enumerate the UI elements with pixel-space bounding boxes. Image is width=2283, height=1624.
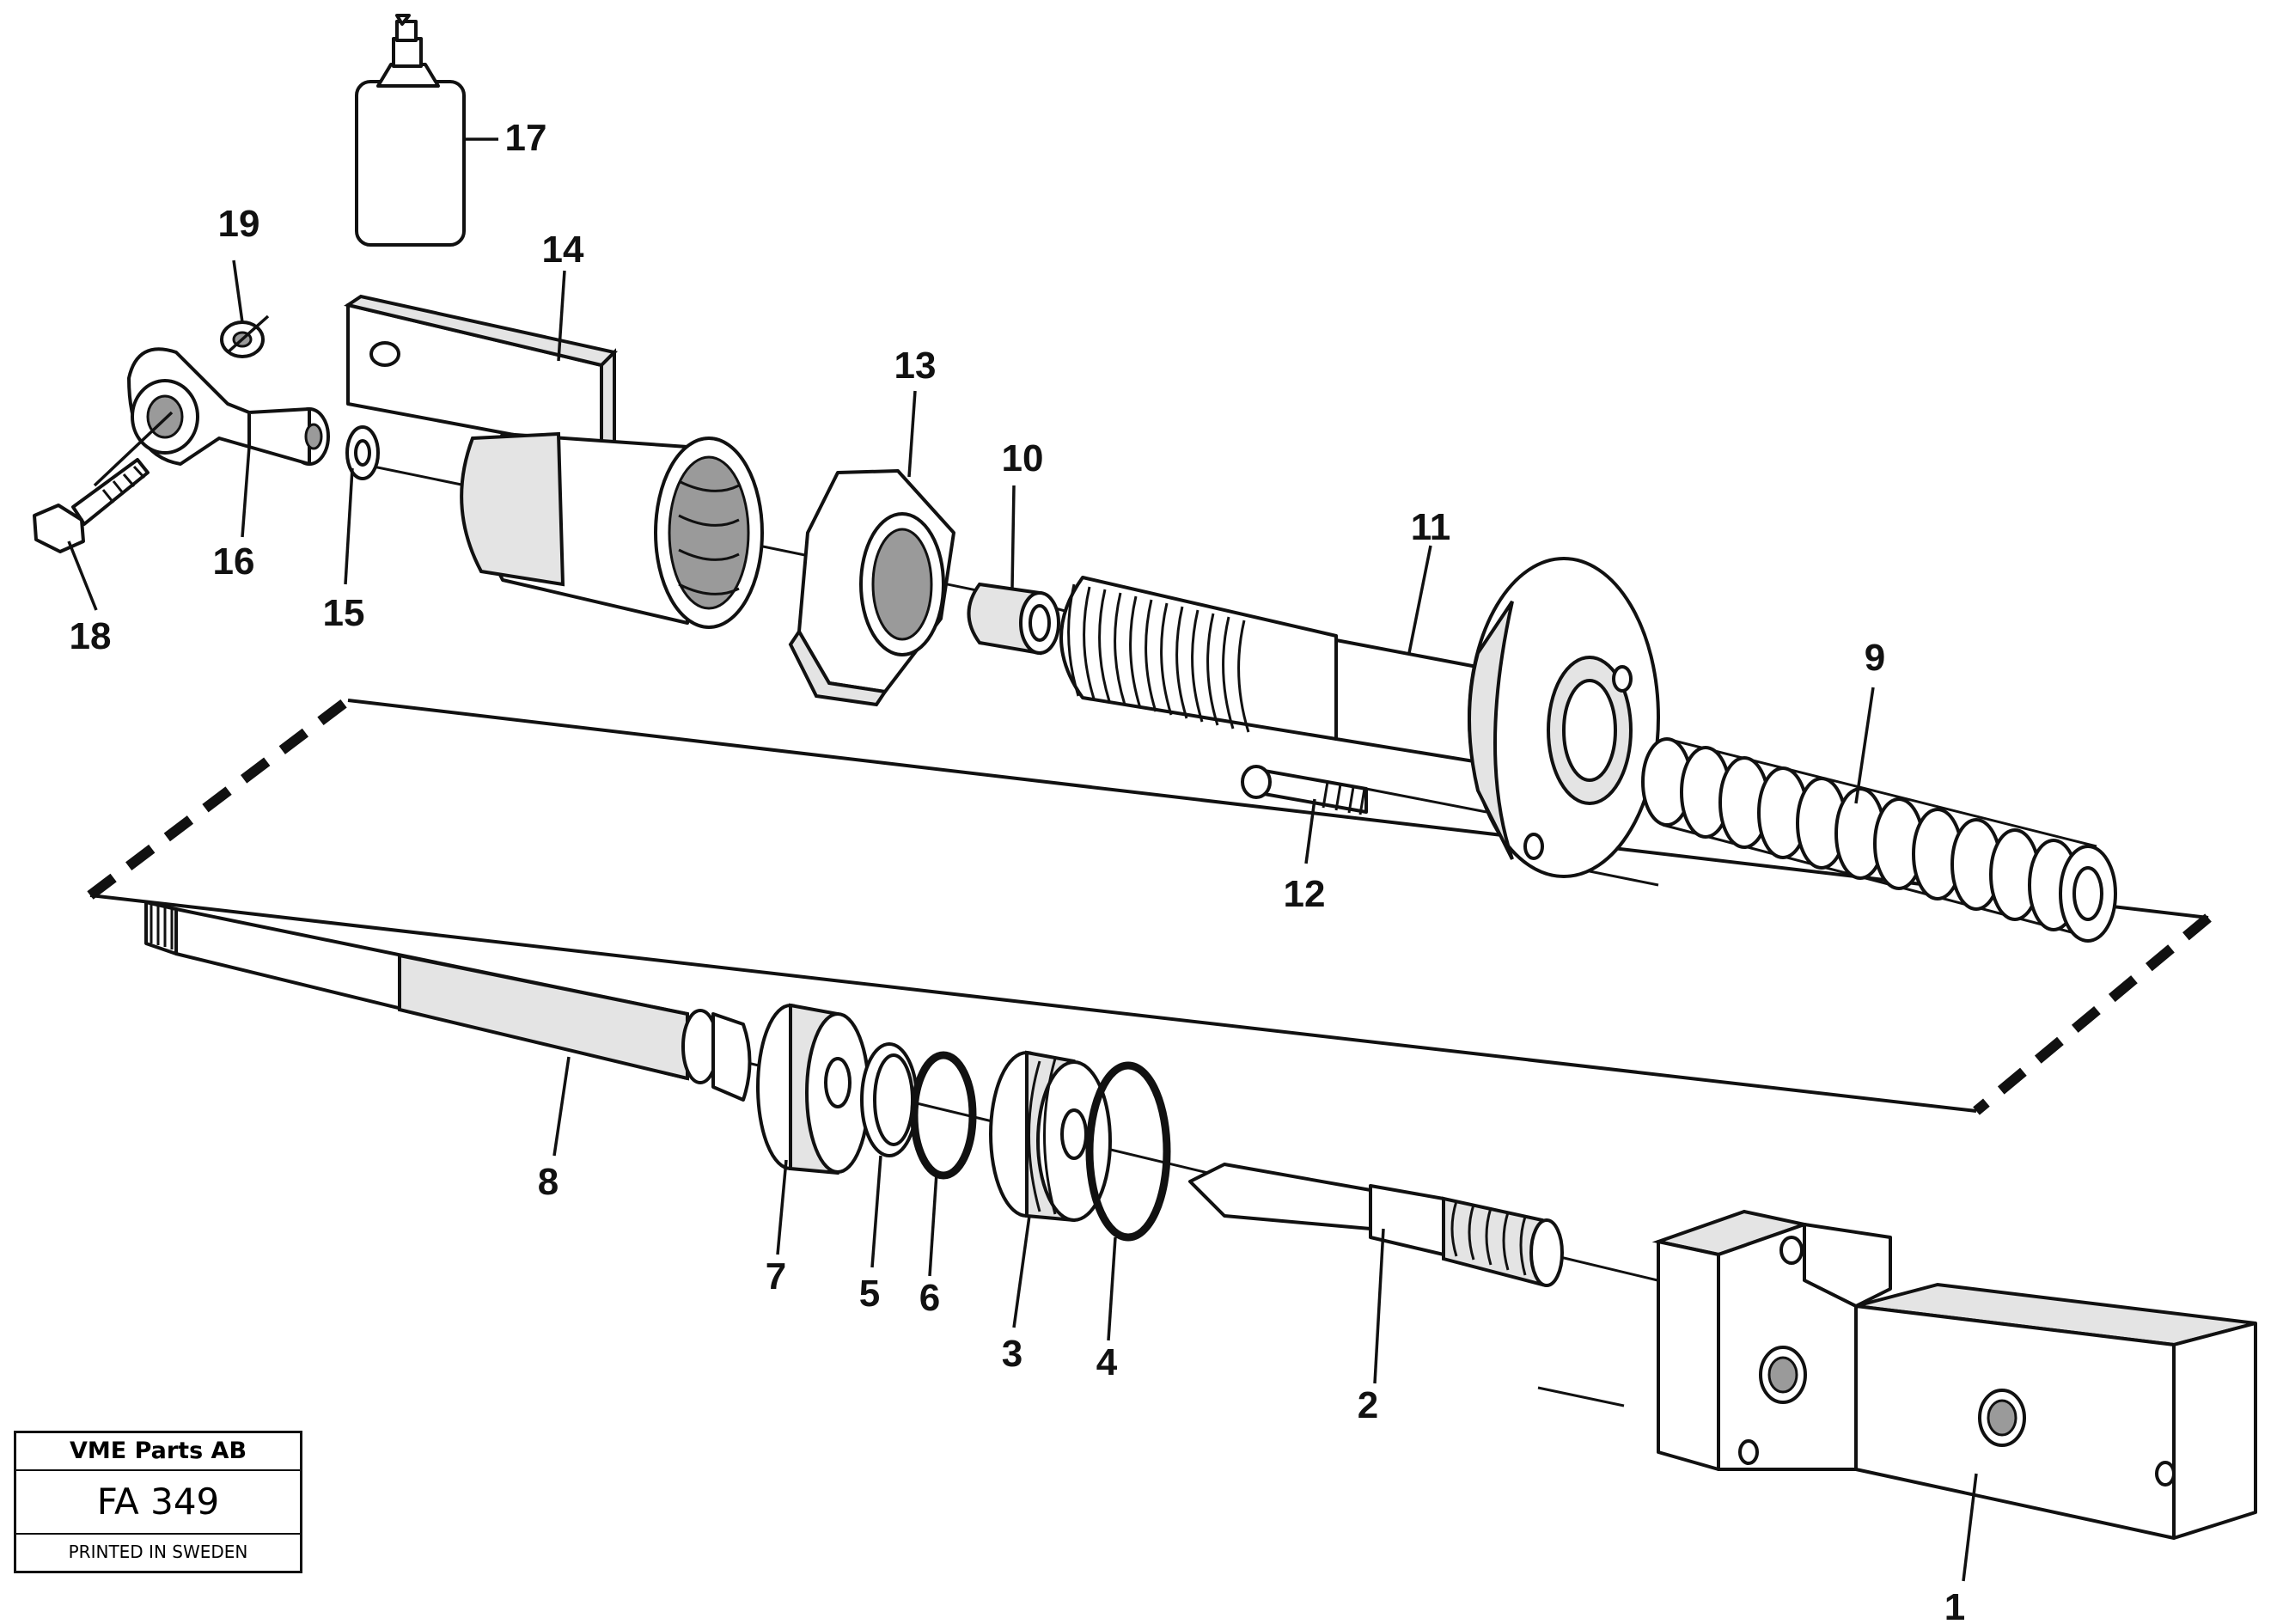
part-5-ring bbox=[860, 1042, 919, 1157]
part-7-washer bbox=[756, 1003, 870, 1175]
callout-11: 11 bbox=[1411, 506, 1451, 548]
callout-16: 16 bbox=[213, 540, 255, 583]
callout-10: 10 bbox=[1002, 437, 1044, 479]
callout-5: 5 bbox=[859, 1273, 880, 1315]
callout-14: 14 bbox=[542, 229, 584, 271]
title-block: VME Parts AB FA 349 PRINTED IN SWEDEN bbox=[14, 1431, 302, 1573]
part-16-rod-end bbox=[127, 347, 330, 466]
company-name: VME Parts AB bbox=[16, 1433, 300, 1471]
leader-lines bbox=[67, 137, 1978, 1582]
callout-12: 12 bbox=[1284, 873, 1326, 915]
part-13-hex-nut bbox=[788, 469, 955, 707]
part-18-bolt bbox=[33, 411, 174, 553]
part-4-o-ring bbox=[1085, 1061, 1171, 1242]
callout-2: 2 bbox=[1358, 1384, 1378, 1426]
assembly-frame bbox=[87, 696, 2212, 1115]
callout-4: 4 bbox=[1096, 1341, 1118, 1383]
part-11-threaded-tube bbox=[1059, 557, 1660, 878]
part-8-shaft bbox=[144, 901, 752, 1102]
part-12-bolt bbox=[1241, 765, 1368, 815]
part-2-plunger bbox=[1188, 1163, 1564, 1287]
part-17-adhesive-bottle bbox=[355, 14, 466, 247]
callout-labels: 1 2 3 4 5 6 7 8 9 10 11 12 13 14 15 16 1… bbox=[70, 117, 1966, 1624]
printed-note: PRINTED IN SWEDEN bbox=[68, 1542, 248, 1562]
callout-7: 7 bbox=[766, 1255, 786, 1297]
diagram-code: FA 349 bbox=[16, 1471, 300, 1535]
callout-17: 17 bbox=[505, 117, 547, 159]
callout-1: 1 bbox=[1944, 1586, 1965, 1624]
callout-18: 18 bbox=[70, 615, 112, 657]
callout-9: 9 bbox=[1865, 637, 1885, 679]
callout-15: 15 bbox=[323, 592, 365, 634]
part-1-housing bbox=[1651, 1209, 2257, 1540]
callout-19: 19 bbox=[218, 203, 260, 245]
part-10-bushing bbox=[967, 582, 1060, 656]
callout-13: 13 bbox=[894, 345, 937, 387]
part-9-spring bbox=[1641, 737, 2117, 943]
part-15-washer bbox=[345, 425, 380, 480]
part-14-bracket bbox=[344, 294, 764, 629]
part-6-o-ring bbox=[910, 1051, 977, 1180]
callout-6: 6 bbox=[919, 1277, 940, 1319]
thread-lines bbox=[1067, 583, 1250, 733]
part-19-nut bbox=[220, 314, 270, 358]
callout-3: 3 bbox=[1002, 1333, 1022, 1375]
callout-8: 8 bbox=[538, 1161, 559, 1203]
